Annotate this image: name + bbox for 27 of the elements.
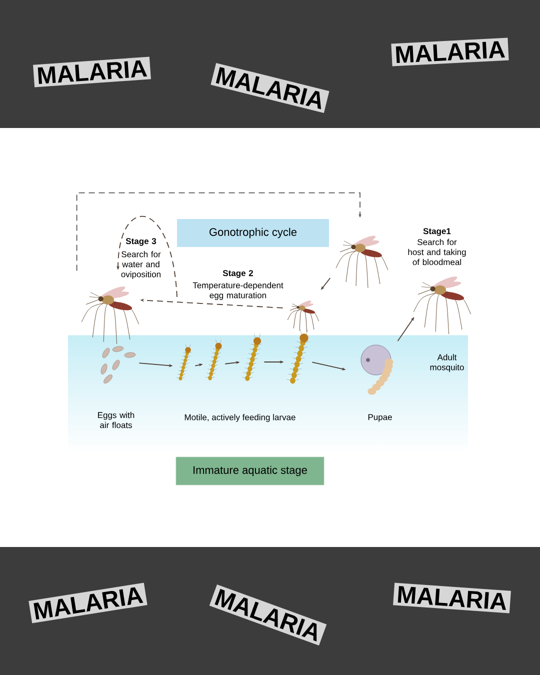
mosquito-drawing: [413, 276, 472, 334]
mosquito-drawing: [336, 236, 388, 288]
eggs-drawing: [100, 346, 136, 384]
banner-text: MALARIA: [393, 582, 511, 614]
caption-text: Adult mosquito: [430, 354, 464, 372]
caption-text: Search for host and taking of bloodmeal: [408, 238, 466, 266]
arrow: [76, 192, 362, 272]
mosquito-drawing: [287, 300, 320, 332]
stage-heading: Stage 2: [222, 270, 253, 278]
banner-text: MALARIA: [33, 56, 151, 88]
caption-text: Eggs with air floats: [98, 412, 134, 428]
label-box: Immature aquatic stage: [176, 456, 324, 486]
mosquito-drawing: [81, 286, 140, 344]
larva-drawing: [205, 340, 222, 380]
caption-text: Temperature-dependent egg maturation: [192, 282, 284, 300]
caption-text: Pupae: [368, 414, 392, 422]
larva-drawing: [242, 334, 262, 381]
pupa-drawing: [360, 344, 394, 395]
stage-heading: Stage 3: [126, 238, 156, 246]
larva-drawing: [286, 329, 309, 384]
label-box: Gonotrophic cycle: [177, 219, 329, 247]
stage-heading: Stage1: [423, 228, 451, 236]
banner-text: MALARIA: [28, 582, 148, 624]
caption-text: Motile, actively feeding larvae: [184, 414, 296, 422]
caption-text: Search for water and oviposition: [121, 251, 161, 279]
larva-drawing: [176, 344, 192, 380]
banner-text: MALARIA: [391, 38, 509, 66]
